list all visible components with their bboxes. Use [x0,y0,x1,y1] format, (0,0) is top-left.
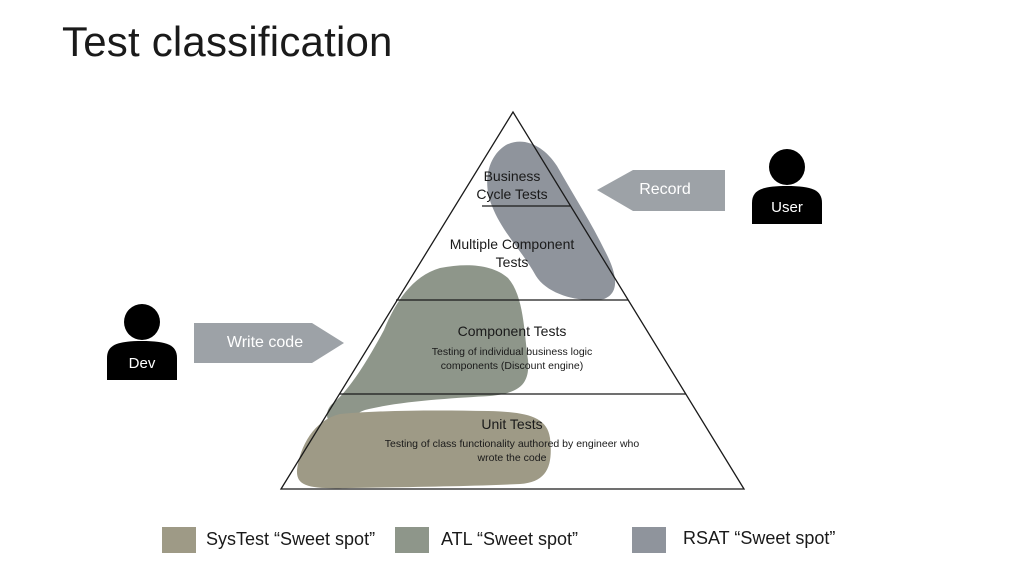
legend-label-rsat: RSAT “Sweet spot” [683,528,836,548]
legend-label-systest: SysTest “Sweet spot” [206,529,376,549]
tier-description: components (Discount engine) [440,360,584,372]
legend-swatch-systest [162,527,196,553]
tier-title: Component Tests [457,323,567,339]
dev-person-icon [107,304,177,380]
atl-sweet-spot-region [327,265,529,427]
user-label: User [771,199,803,216]
record-arrow [597,170,725,211]
tier-title: Unit Tests [481,416,543,432]
systest-sweet-spot-region [296,410,551,489]
record-label: Record [639,181,691,198]
tier-label-business-cycle: Business Cycle Tests [452,167,572,203]
tier-description: Testing of individual business logic [431,346,593,358]
tier-label-line: Multiple Component [449,236,575,252]
tier-label-unit: Unit Tests Testing of class functionalit… [352,415,672,465]
tier-label-line: Tests [495,254,529,270]
user-person-icon [752,149,822,224]
tier-label-line: Business [483,168,541,184]
write-code-arrow [194,323,344,363]
tier-label-multiple-component: Multiple Component Tests [422,235,602,271]
legend-label-atl: ATL “Sweet spot” [441,529,579,549]
tier-label-line: Cycle Tests [476,186,548,202]
tier-label-component: Component Tests Testing of individual bu… [392,322,632,373]
legend-swatch-atl [395,527,429,553]
write-code-label: Write code [226,334,304,351]
legend-swatch-rsat [632,527,666,553]
rsat-sweet-spot-region [487,141,616,301]
tier-description: wrote the code [477,452,547,464]
dev-label: Dev [128,355,156,372]
tier-description: Testing of class functionality authored … [384,438,640,450]
page-title: Test classification [62,18,393,65]
